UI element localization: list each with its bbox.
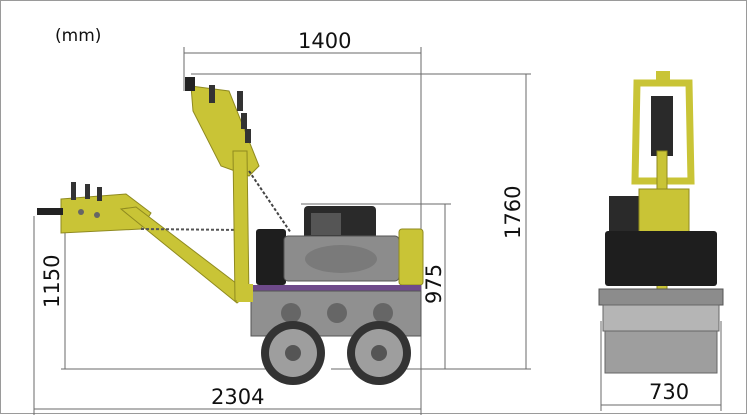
dim-overall-height-label: 1760 [501, 186, 525, 239]
dim-handle-height-label: 1150 [40, 255, 64, 308]
dim-overall-length-label: 2304 [211, 385, 264, 409]
drums [261, 321, 411, 385]
engine-body [249, 206, 424, 295]
dim-top-width-label: 1400 [298, 29, 351, 53]
dim-front-width-label: 730 [649, 380, 689, 404]
grip-left [37, 208, 63, 215]
chassis [237, 284, 422, 337]
lower-handle-assembly [37, 182, 250, 304]
front-view-roller [598, 71, 724, 374]
grip-top [185, 77, 195, 91]
dim-body-height-label: 975 [422, 264, 446, 304]
units-label: (mm) [55, 26, 101, 46]
side-view-roller [37, 77, 424, 385]
